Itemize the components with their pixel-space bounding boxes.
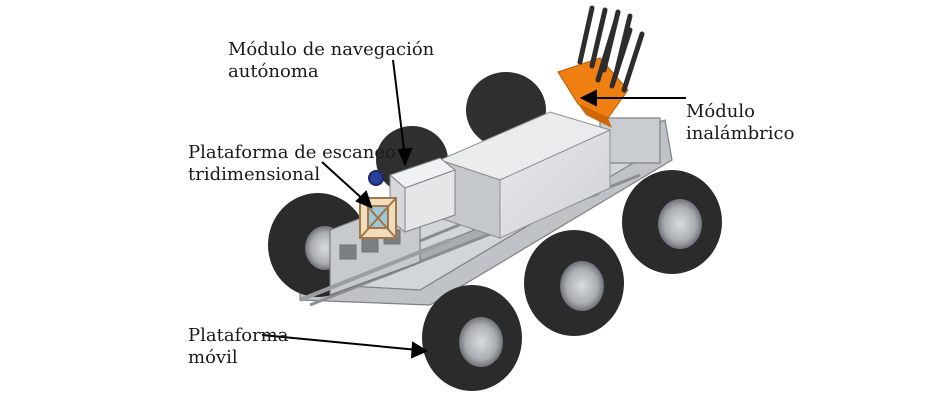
label-mobile-line-1: Plataforma — [188, 325, 289, 346]
wheel-right-rear — [622, 170, 722, 274]
label-mobile-line-2: móvil — [188, 347, 238, 368]
label-mobile-platform: Plataforma móvil — [188, 325, 288, 369]
wheel-right-front — [422, 285, 522, 391]
arrow-scanning — [321, 161, 373, 209]
label-navigation-line-2: autónoma — [228, 61, 319, 82]
electronics-box — [438, 111, 612, 239]
label-wireless-line-1: Módulo — [686, 101, 755, 122]
wheel-right-middle — [524, 230, 624, 336]
label-wireless-line-2: inalámbrico — [686, 123, 795, 144]
label-scanning-platform: Plataforma de escaneo tridimensional — [188, 142, 396, 186]
wireless-module — [557, 5, 645, 128]
label-navigation-line-1: Módulo de navegación — [228, 39, 435, 60]
arrow-navigation — [392, 59, 413, 167]
beacon-icon — [368, 170, 384, 186]
callout-arrows — [261, 59, 686, 359]
label-wireless-module: Módulo inalámbrico — [686, 101, 794, 145]
label-scanning-line-1: Plataforma de escaneo — [188, 142, 396, 163]
label-navigation-module: Módulo de navegación autónoma — [228, 39, 434, 83]
arrow-wireless — [579, 89, 686, 107]
label-scanning-line-2: tridimensional — [188, 164, 321, 185]
antenna-array — [577, 5, 645, 93]
arrow-mobile — [261, 334, 429, 359]
right-wheels — [422, 170, 722, 391]
